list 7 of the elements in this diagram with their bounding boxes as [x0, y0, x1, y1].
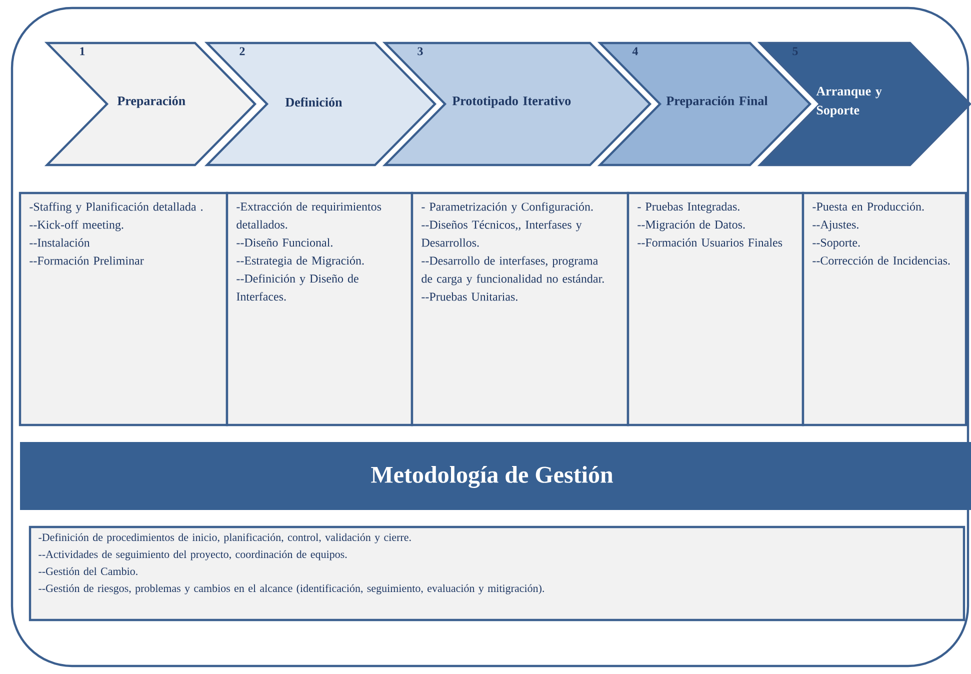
activity-cell: -Puesta en Producción. --Ajustes. --Soporte. --Corrección de Incidencias.: [802, 192, 968, 426]
activity-cell: -Extracción de requirimientos detallados. --Diseño Funcional. --Estrategia de Migración. --Definición y Diseño de Interfaces.: [226, 192, 414, 426]
activity-cell: -Staffing y Planificación detallada . --Kick-off meeting. --Instalación --Formación Preliminar: [18, 192, 228, 426]
activity-cell: - Parametrización y Configuración. --Diseños Técnicos,, Interfases y Desarrollos. --Desarrollo de interfases, programa de carga y funcionalidad no estándar. --Pruebas Unitarias.: [410, 192, 630, 426]
heading-band: Metodología de Gestión: [20, 442, 971, 510]
activity-cell: - Pruebas Integradas. --Migración de Datos. --Formación Usuarios Finales: [626, 192, 804, 426]
activity-list-box: -Definición de procedimientos de inicio, planificación, control, validación y cierre. --Actividades de seguimiento del proyecto, coordinación de equipos. --Gestión del Cambio. --Gestión de riesgos, problemas y cambios en el alcance (identificación, seguimiento, evaluación y mitigración).: [28, 526, 966, 622]
